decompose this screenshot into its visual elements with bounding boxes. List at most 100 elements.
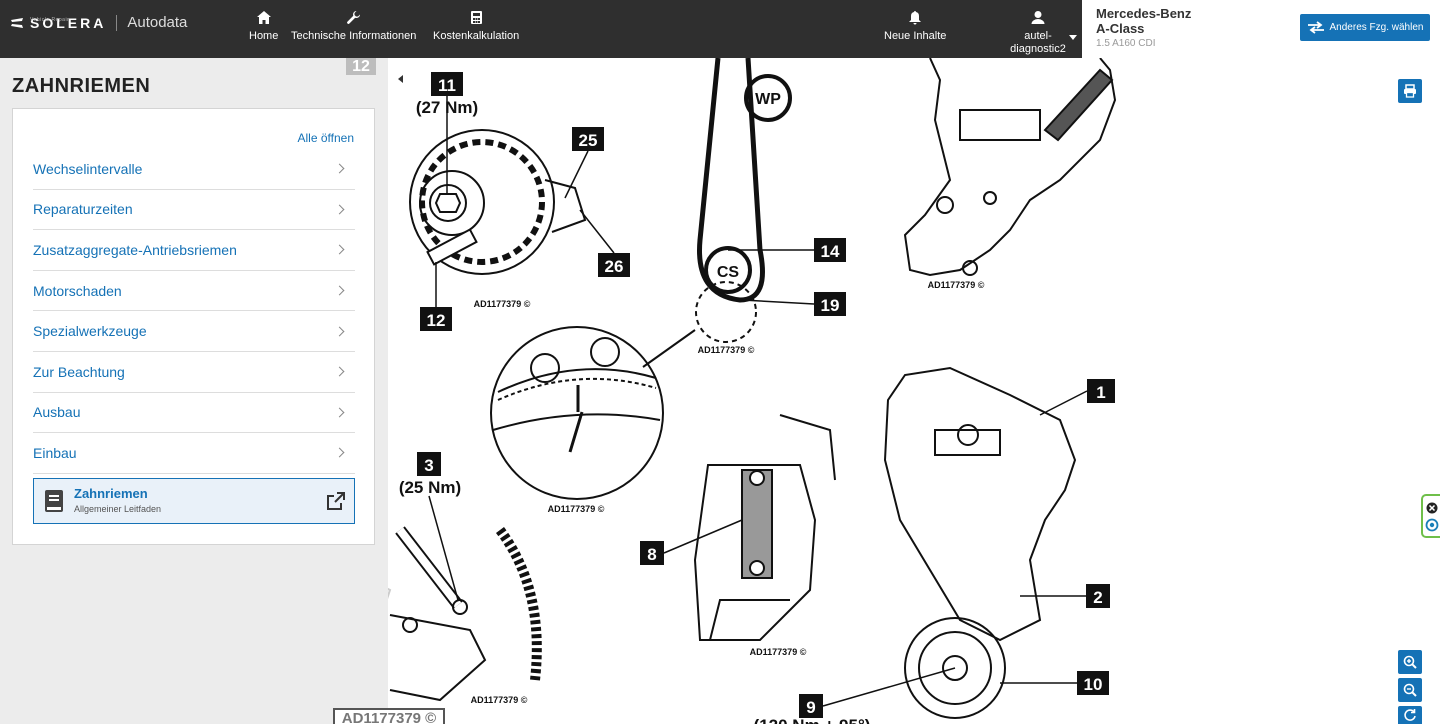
wrench-icon: [347, 11, 361, 24]
menu-item-intervals[interactable]: Wechselintervalle: [33, 149, 355, 190]
menu-item-removal[interactable]: Ausbau: [33, 393, 355, 434]
zoom-out-icon: [1403, 683, 1417, 697]
menu-item-label: Zusatzaggregate-Antriebsriemen: [33, 241, 237, 258]
crankshaft-label: CS: [717, 264, 740, 281]
page-title: ZAHNRIEMEN: [12, 75, 151, 97]
copyright-label: AD1177379 ©: [750, 647, 807, 657]
callout-25: 25: [579, 131, 598, 150]
partial-copyright-bottom: AD1177379 ©: [333, 708, 445, 724]
active-document-card[interactable]: Zahnriemen Allgemeiner Leitfaden: [33, 478, 355, 524]
menu-item-auxiliary-belts[interactable]: Zusatzaggregate-Antriebsriemen: [33, 230, 355, 271]
partial-callout-top: 12: [346, 58, 376, 75]
chevron-right-icon: [334, 245, 345, 255]
torque-label-11: (27 Nm): [416, 98, 478, 117]
menu-item-label: Reparaturzeiten: [33, 201, 133, 218]
copyright-label: AD1177379 ©: [474, 299, 531, 309]
expand-all-link[interactable]: Alle öffnen: [297, 131, 355, 145]
zoom-out-button[interactable]: [1398, 678, 1422, 702]
menu-item-engine-damage[interactable]: Motorschaden: [33, 271, 355, 312]
solera-autodata-logo[interactable]: SOLERA Autodata: [10, 14, 187, 31]
menu-item-notes[interactable]: Zur Beachtung: [33, 352, 355, 393]
water-pump-label: WP: [755, 91, 781, 108]
nav-technical-info-label: Technische Informationen: [291, 30, 417, 42]
copyright-label: AD1177379 ©: [928, 280, 985, 290]
callout-3: 3: [424, 456, 433, 475]
solera-logo-icon: [11, 17, 23, 28]
home-icon: [256, 11, 271, 24]
callout-9: 9: [806, 698, 815, 717]
menu-item-label: Ausbau: [33, 404, 81, 421]
timing-belt-drawing: [642, 58, 792, 368]
chevron-right-icon: [334, 163, 345, 174]
partial-copyright-label: AD1177379 ©: [341, 710, 437, 724]
widget-logo-icon[interactable]: [1425, 518, 1439, 532]
vehicle-make: Mercedes-Benz: [1096, 6, 1192, 21]
caret-left-icon: [397, 75, 403, 83]
engine-mount-drawing: [903, 58, 1117, 277]
nav-cost-calculation-label: Kostenkalkulation: [433, 30, 520, 42]
diagram-viewer: 11 25 26 12 14 19 1 2 3 8 10 9 (27 Nm) (…: [388, 58, 1440, 724]
chevron-right-icon: [334, 407, 345, 418]
external-link-icon[interactable]: [326, 491, 346, 511]
callout-2: 2: [1093, 588, 1102, 607]
callout-1: 1: [1096, 383, 1105, 402]
chevron-right-icon: [334, 366, 345, 377]
topic-menu: Wechselintervalle Reparaturzeiten Zusatz…: [33, 149, 355, 474]
zoom-in-button[interactable]: [1398, 650, 1422, 674]
copyright-label: AD1177379 ©: [548, 504, 605, 514]
calculator-icon: [470, 11, 482, 24]
torque-label-9: (120 Nm + 95°): [754, 716, 871, 724]
menu-item-label: Zur Beachtung: [33, 363, 125, 380]
logo-brand: SOLERA: [30, 14, 107, 31]
vehicle-engine: 1.5 A160 CDI: [1096, 38, 1156, 49]
user-menu-caret-icon[interactable]: [1069, 35, 1077, 40]
callout-8: 8: [647, 545, 656, 564]
menu-item-label: Einbau: [33, 444, 77, 461]
logo-subtitle: Vehicle Repair: [30, 17, 70, 23]
bell-icon: [909, 11, 922, 25]
vehicle-info-panel: Mercedes-Benz A-Class 1.5 A160 CDI Ander…: [1082, 0, 1440, 58]
chevron-right-icon: [334, 326, 345, 337]
user-menu[interactable]: autel-diagnostic2: [1008, 10, 1068, 56]
document-subtitle: Allgemeiner Leitfaden: [74, 504, 162, 514]
copyright-label: AD1177379 ©: [698, 345, 755, 355]
swap-arrows-icon: [1307, 21, 1324, 34]
tensioner-pulley-drawing: [409, 129, 587, 275]
topic-panel: Alle öffnen Wechselintervalle Reparaturz…: [12, 108, 375, 545]
callout-14: 14: [821, 242, 840, 261]
refresh-icon: [1404, 709, 1416, 721]
logo-product-name: Autodata: [127, 14, 188, 31]
side-feedback-widget[interactable]: [1421, 494, 1440, 538]
zoom-in-icon: [1403, 655, 1417, 669]
change-vehicle-button[interactable]: Anderes Fzg. wählen: [1300, 14, 1430, 41]
collapse-sidebar-button[interactable]: [388, 58, 412, 100]
locking-tool-drawing: [693, 414, 836, 641]
flywheel-drawing: [388, 526, 542, 702]
print-button[interactable]: [1398, 79, 1422, 103]
nav-home-label: Home: [249, 30, 279, 42]
partial-callout-label: 12: [352, 58, 370, 75]
menu-item-label: Spezialwerkzeuge: [33, 323, 147, 340]
nav-cost-calculation[interactable]: Kostenkalkulation: [433, 10, 519, 42]
nav-home[interactable]: Home: [249, 10, 278, 42]
menu-item-label: Motorschaden: [33, 282, 122, 299]
vehicle-model: A-Class: [1096, 21, 1145, 36]
change-vehicle-label: Anderes Fzg. wählen: [1329, 22, 1424, 33]
user-name: autel-diagnostic2: [1010, 30, 1066, 55]
callout-12: 12: [427, 311, 446, 330]
menu-item-repair-times[interactable]: Reparaturzeiten: [33, 190, 355, 231]
menu-item-installation[interactable]: Einbau: [33, 433, 355, 474]
nav-technical-info[interactable]: Technische Informationen: [291, 10, 416, 42]
reset-view-button[interactable]: [1398, 706, 1422, 724]
top-navigation-bar: SOLERA Autodata Vehicle Repair Home Tech…: [0, 0, 1082, 58]
chevron-right-icon: [334, 204, 345, 215]
close-circle-icon[interactable]: [1425, 501, 1439, 515]
menu-item-special-tools[interactable]: Spezialwerkzeuge: [33, 311, 355, 352]
nav-new-content[interactable]: Neue Inhalte: [884, 10, 946, 42]
timing-cover-drawing: [883, 366, 1077, 719]
torque-label-3: (25 Nm): [399, 478, 461, 497]
callout-11: 11: [438, 76, 456, 95]
copyright-label: AD1177379 ©: [471, 695, 528, 705]
timing-belt-diagram: 11 25 26 12 14 19 1 2 3 8 10 9 (27 Nm) (…: [388, 58, 1117, 724]
menu-item-label: Wechselintervalle: [33, 160, 143, 177]
